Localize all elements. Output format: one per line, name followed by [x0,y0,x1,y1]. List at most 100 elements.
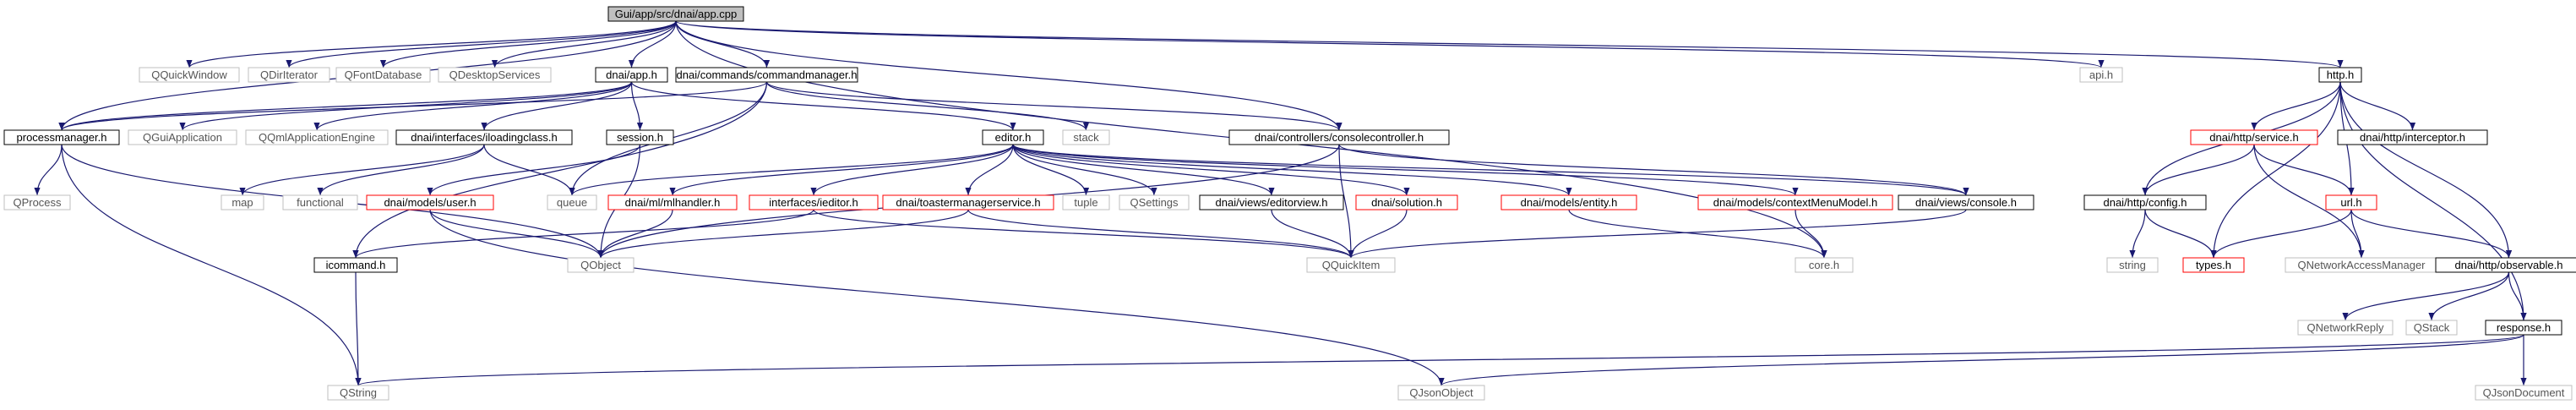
node-box [1697,194,1893,210]
node-label: QFontDatabase [345,68,422,81]
node-editor-h[interactable]: editor.h [982,129,1044,145]
node-box [1062,194,1110,210]
edge-line [1012,144,1410,196]
edge-editor-h-to-ieditor-h [810,144,1014,196]
node-console-h[interactable]: dnai/views/console.h [1898,194,2034,210]
node-label: map [231,196,253,209]
edge-http-h-to-observable-h [2339,81,2513,259]
edge-commandmanager-h-to-processmanager-h [58,81,768,131]
edge-response-h-to-qjsonobject [1438,334,2524,386]
node-qnetworkaccessmanager: QNetworkAccessManager [2285,257,2438,273]
edge-app-cpp-to-app-h [628,20,677,68]
node-consolecontroller-h[interactable]: dnai/controllers/consolecontroller.h [1228,129,1450,145]
node-response-h[interactable]: response.h [2485,320,2562,336]
edge-editor-h-to-console-h [1012,144,1969,196]
edge-config-h-to-types-h [2144,209,2217,259]
node-queue: queue [547,194,597,210]
node-label: editor.h [995,131,1032,144]
edge-line [675,20,1342,131]
node-box [1306,257,1396,273]
node-config-h[interactable]: dnai/http/config.h [2083,194,2207,210]
node-label: QSettings [1130,196,1179,209]
edge-line [675,20,2343,68]
node-toastermanager-h[interactable]: dnai/toastermanagerservice.h [882,194,1054,210]
edge-line [61,144,362,386]
node-label: response.h [2497,321,2551,334]
node-contextmenu-h[interactable]: dnai/models/contextMenuModel.h [1697,194,1893,210]
node-label: processmanager.h [17,131,107,144]
node-app-cpp[interactable]: Gui/app/src/dnai/app.cpp [607,6,744,22]
edge-line [491,20,677,68]
node-entity-h[interactable]: dnai/models/entity.h [1500,194,1637,210]
edge-line [355,271,362,386]
edge-line [1012,144,1090,196]
edge-processmanager-h-to-qstring [61,144,362,386]
edge-line [967,209,1354,259]
node-api-h: api.h [2079,67,2123,83]
node-label: QStack [2414,321,2450,334]
edge-line [429,209,1445,386]
edge-line [765,81,1089,131]
edge-ieditor-h-to-qquickitem [813,209,1354,259]
edge-app-cpp-to-api-h [675,20,2105,68]
node-label: core.h [1809,259,1839,271]
node-box [2106,257,2159,273]
node-qstack: QStack [2405,320,2458,336]
edge-user-h-to-qjsonobject [429,209,1445,386]
node-box [335,67,431,83]
node-qquickitem: QQuickItem [1306,257,1396,273]
edge-editor-h-to-tuple [1012,144,1090,196]
node-box [2325,194,2377,210]
node-label: dnai/app.h [606,68,657,81]
edge-commandmanager-h-to-stack [765,81,1089,131]
node-box [607,194,738,210]
node-processmanager-h[interactable]: processmanager.h [3,129,120,145]
node-service-h[interactable]: dnai/http/service.h [2190,129,2318,145]
node-box [1062,129,1110,145]
node-editorview-h[interactable]: dnai/views/editorview.h [1199,194,1344,210]
node-label: dnai/models/user.h [384,196,476,209]
node-qstring: QString [327,385,389,401]
node-mlhandler-h[interactable]: dnai/ml/mlhandler.h [607,194,738,210]
edge-line [810,144,1014,196]
node-label: tuple [1074,196,1097,209]
node-qdiriterator: QDirIterator [248,67,330,83]
node-solution-h[interactable]: dnai/solution.h [1355,194,1458,210]
node-iloadingclass-h[interactable]: dnai/interfaces/iloadingclass.h [395,129,573,145]
edge-console-h-to-qquickitem [1348,209,1967,259]
node-types-h[interactable]: types.h [2182,257,2245,273]
node-label: dnai/http/config.h [2103,196,2187,209]
node-url-h[interactable]: url.h [2325,194,2377,210]
edge-line [2144,209,2217,259]
edge-iloadingclass-h-to-map [239,144,485,196]
edge-line [481,81,633,131]
edge-url-h-to-types-h [2210,209,2352,259]
node-box [313,257,398,273]
node-label: dnai/models/entity.h [1521,196,1618,209]
node-ieditor-h[interactable]: interfaces/ieditor.h [749,194,879,210]
node-session-h[interactable]: session.h [606,129,674,145]
node-http-h[interactable]: http.h [2318,67,2362,83]
node-observable-h[interactable]: dnai/http/observable.h [2435,257,2576,273]
node-label: Gui/app/src/dnai/app.cpp [615,8,738,20]
node-icommand-h[interactable]: icommand.h [313,257,398,273]
node-label: types.h [2196,259,2231,271]
node-box [245,129,389,145]
node-box [2475,385,2573,401]
node-label: dnai/http/service.h [2209,131,2299,144]
edge-editor-h-to-queue [569,144,1014,196]
node-interceptor-h[interactable]: dnai/http/interceptor.h [2337,129,2488,145]
edge-line [34,144,63,196]
node-app-h[interactable]: dnai/app.h [595,67,668,83]
edge-consolecontroller-h-to-qquickitem [1338,144,1354,259]
node-commandmanager-h[interactable]: dnai/commands/commandmanager.h [675,67,858,83]
node-label: api.h [2089,68,2113,81]
node-label: QString [340,386,377,399]
node-user-h[interactable]: dnai/models/user.h [366,194,494,210]
edge-line [1012,144,1275,196]
node-label: QQuickItem [1322,259,1381,271]
node-box [366,194,494,210]
edge-session-h-to-user-h [427,144,641,196]
node-box [2435,257,2576,273]
edge-service-h-to-config-h [2142,144,2255,196]
